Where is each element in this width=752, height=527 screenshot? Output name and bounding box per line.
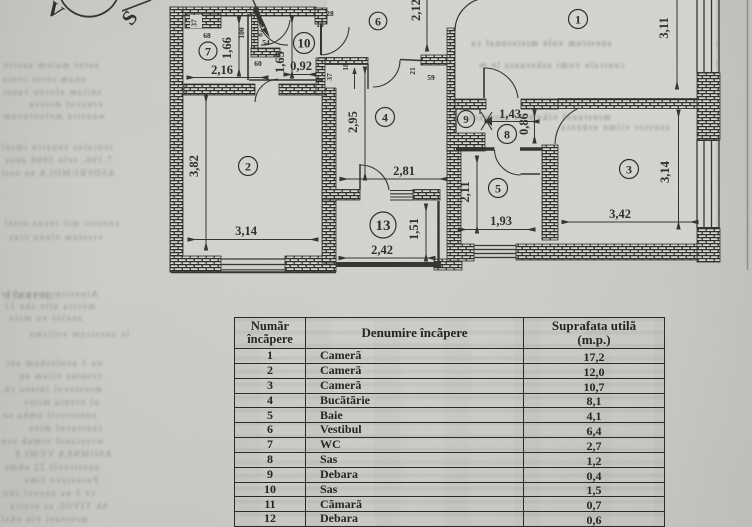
svg-text:1,66: 1,66 xyxy=(220,37,234,59)
svg-text:6: 6 xyxy=(375,15,381,29)
svg-text:87: 87 xyxy=(256,29,265,37)
svg-text:68: 68 xyxy=(203,31,211,40)
svg-text:100: 100 xyxy=(237,27,246,39)
svg-text:2,12: 2,12 xyxy=(409,0,423,21)
svg-text:59: 59 xyxy=(427,73,435,82)
svg-text:1,65: 1,65 xyxy=(273,51,287,73)
svg-text:54: 54 xyxy=(262,38,270,47)
svg-text:0,92: 0,92 xyxy=(290,59,312,73)
svg-text:18: 18 xyxy=(341,63,350,71)
svg-text:60: 60 xyxy=(254,59,262,68)
svg-text:4: 4 xyxy=(382,111,388,125)
svg-text:2,95: 2,95 xyxy=(346,111,360,133)
svg-text:3: 3 xyxy=(626,163,632,177)
svg-text:2: 2 xyxy=(245,160,251,174)
svg-text:28: 28 xyxy=(326,9,334,18)
svg-text:5: 5 xyxy=(495,182,501,196)
svg-text:8: 8 xyxy=(504,128,510,142)
svg-text:2,81: 2,81 xyxy=(393,164,415,178)
svg-text:1: 1 xyxy=(575,13,581,27)
svg-text:S: S xyxy=(116,6,142,30)
svg-text:1,51: 1,51 xyxy=(407,218,421,240)
svg-text:10: 10 xyxy=(298,36,311,51)
svg-text:2,42: 2,42 xyxy=(371,243,393,257)
svg-text:3,11: 3,11 xyxy=(657,17,671,38)
svg-text:18: 18 xyxy=(316,20,324,29)
svg-text:3,42: 3,42 xyxy=(609,207,631,221)
svg-text:37: 37 xyxy=(325,73,334,81)
svg-text:7: 7 xyxy=(205,45,211,59)
svg-text:37: 37 xyxy=(190,19,199,27)
svg-text:V: V xyxy=(42,0,68,25)
svg-text:13: 13 xyxy=(376,218,391,234)
svg-text:1,93: 1,93 xyxy=(490,214,512,228)
svg-text:21: 21 xyxy=(408,67,417,75)
svg-text:2,11: 2,11 xyxy=(458,181,472,202)
svg-text:3,82: 3,82 xyxy=(187,155,201,177)
svg-text:2,16: 2,16 xyxy=(211,63,233,77)
svg-text:3,14: 3,14 xyxy=(235,224,258,238)
svg-text:3,14: 3,14 xyxy=(658,160,672,183)
